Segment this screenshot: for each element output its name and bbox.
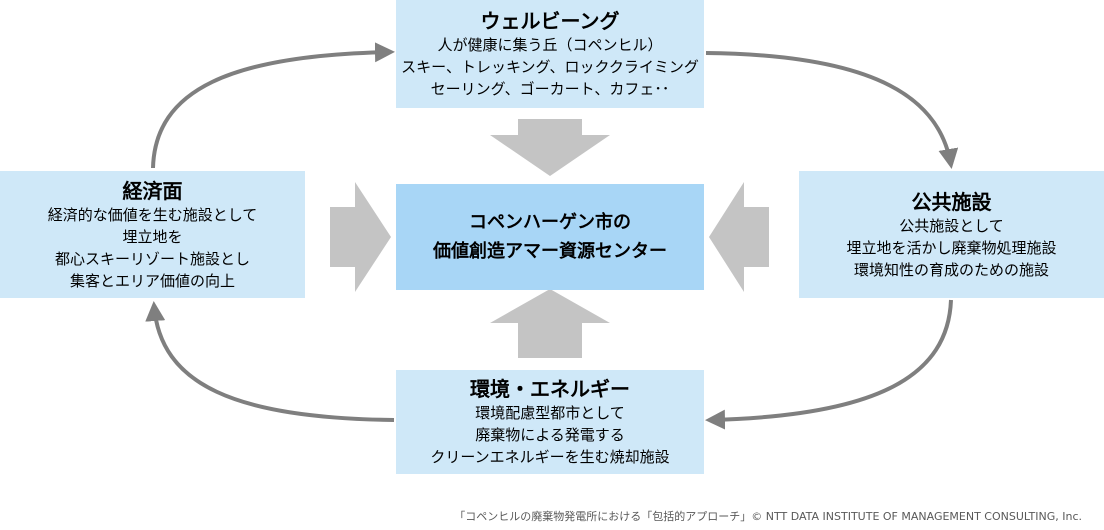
wellbeing-box: ウェルビーング 人が健康に集う丘（コペンヒル） スキー、トレッキング、ロッククラ… — [396, 0, 704, 108]
economy-line: 経済的な価値を生む施設として — [47, 205, 258, 224]
economy-line: 集客とエリア価値の向上 — [69, 271, 235, 290]
environment-energy-box: 環境・エネルギー 環境配慮型都市として 廃棄物による発電する クリーンエネルギー… — [396, 370, 704, 474]
public-facility-line: 埋立地を活かし廃棄物処理施設 — [846, 238, 1057, 257]
block-arrow-up — [490, 289, 610, 358]
environment-energy-line: クリーンエネルギーを生む焼却施設 — [430, 448, 670, 466]
economy-line: 埋立地を — [122, 227, 183, 246]
wellbeing-title: ウェルビーング — [480, 9, 620, 33]
environment-energy-line: 環境配慮型都市として — [475, 404, 625, 422]
public-facility-line: 環境知性の育成のための施設 — [853, 260, 1049, 279]
public-facility-line: 公共施設として — [899, 216, 1004, 235]
center-title-line: 価値創造アマー資源センター — [433, 241, 667, 262]
wellbeing-line: 人が健康に集う丘（コペンヒル） — [437, 36, 663, 54]
public-facility-box: 公共施設 公共施設として 埋立地を活かし廃棄物処理施設 環境知性の育成のための施… — [799, 171, 1104, 298]
economy-box: 経済面 経済的な価値を生む施設として 埋立地を 都心スキーリゾート施設とし 集客… — [0, 171, 305, 298]
economy-title: 経済面 — [122, 178, 183, 203]
wellbeing-line: スキー、トレッキング、ロッククライミング — [401, 58, 699, 76]
copyright-footer: 「コペンヒルの廃棄物発電所における「包括的アプローチ」© NTT DATA IN… — [454, 510, 1082, 523]
cycle-arrow-right-to-bottom — [705, 299, 953, 430]
cycle-arrow-top-to-right — [705, 51, 959, 169]
center-title-line: コペンハーゲン市の — [469, 212, 631, 233]
wellbeing-line: セーリング、ゴーカート、カフェ･･ — [430, 80, 670, 98]
public-facility-title: 公共施設 — [911, 189, 992, 214]
cycle-arrow-left-to-top — [151, 42, 395, 169]
environment-energy-title: 環境・エネルギー — [470, 377, 630, 401]
environment-energy-line: 廃棄物による発電する — [475, 426, 625, 444]
block-arrow-down — [490, 119, 610, 176]
cycle-arrow-bottom-to-left — [145, 301, 395, 422]
center-box: コペンハーゲン市の 価値創造アマー資源センター — [396, 184, 704, 290]
block-arrow-left — [709, 182, 769, 292]
block-arrow-right — [330, 182, 391, 292]
economy-line: 都心スキーリゾート施設とし — [54, 249, 250, 268]
